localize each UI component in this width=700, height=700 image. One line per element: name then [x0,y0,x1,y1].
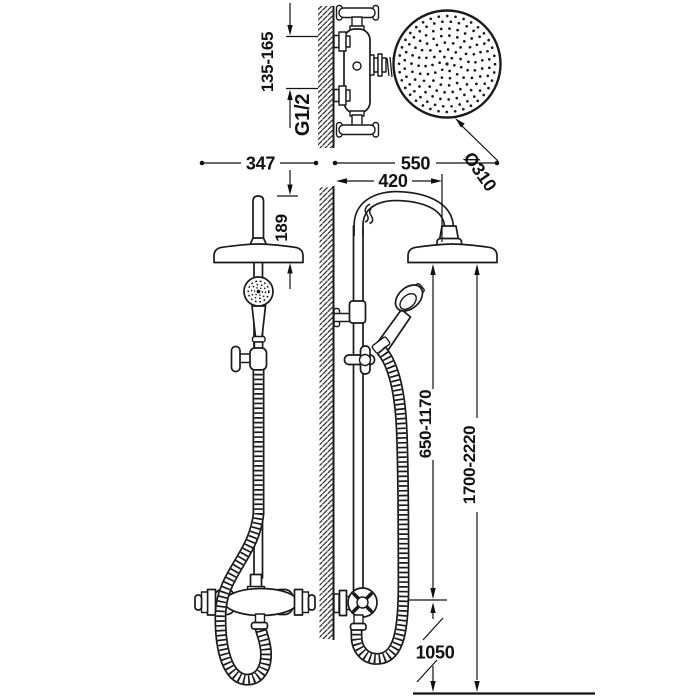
dim-label-width-front: 347 [246,154,275,174]
dim-overall-height: 1700-2220 [460,264,480,692]
dim-width-front: 347 [199,154,319,174]
dim-label-arm-projection: 420 [378,171,407,191]
dim-depth-side: 550 [332,154,500,174]
dim-label-mixer-height: 1050 [416,643,455,663]
wall-section-side [319,186,335,640]
shower-hose-front [214,369,272,686]
shower-hose-side [350,345,410,665]
riser-pipe-side [352,225,364,591]
wall-section-top [318,6,335,148]
dim-head-offset: 189 [272,170,298,289]
handshower-side [371,283,425,354]
dim-label-head-offset: 189 [272,214,291,241]
mixer-outlet-front [250,613,269,630]
showerhead-top-view [392,9,502,119]
handshower-face-front [243,276,274,307]
rain-showerhead-side [407,243,498,264]
dim-inlet-spacing: 135-165 [258,3,318,128]
handshower-handle-front [251,305,267,350]
dim-label-connection-thread: G1/2 [292,94,314,136]
dim-arm-projection: 420 [336,171,443,242]
showerhead-spray-pattern [397,14,497,114]
mixer-valve-side [333,587,378,631]
dim-label-overall-height: 1700-2220 [460,426,479,505]
slide-knob-side [343,345,376,375]
top-view [318,4,502,148]
wall-bracket-side [333,300,367,328]
dim-label-inlet-spacing: 135-165 [258,32,277,92]
inlet-connection-top [333,31,351,52]
dim-label-handshower-range: 650-1170 [416,390,435,459]
dim-label-depth-side: 550 [401,154,430,174]
dim-handshower-range: 650-1170 [408,264,447,601]
mixer-valve-top-view [333,4,396,138]
dim-mixer-height: 1050 [416,602,455,692]
inlet-connection-bottom [333,85,351,106]
rain-showerhead-front [213,243,304,264]
side-view [319,186,498,665]
front-view [194,195,316,686]
